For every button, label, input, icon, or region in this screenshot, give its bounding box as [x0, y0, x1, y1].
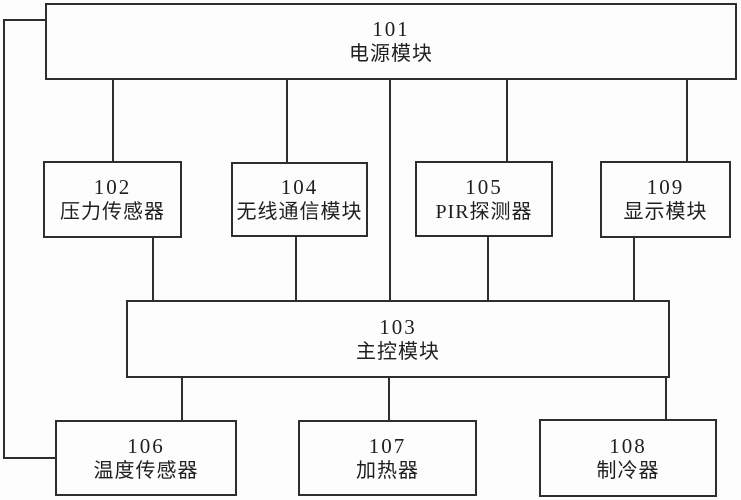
- block-number: 105: [465, 174, 503, 199]
- block-heater: 107 加热器: [298, 420, 477, 496]
- block-label: 压力传感器: [60, 201, 165, 223]
- block-label: 温度传感器: [93, 459, 199, 482]
- block-label: 显示模块: [623, 201, 708, 223]
- block-number: 104: [280, 175, 319, 199]
- feedback-line-bottom: [3, 457, 55, 459]
- block-number: 103: [379, 314, 417, 339]
- block-wireless-comm-module: 104 无线通信模块: [231, 162, 368, 237]
- block-label: 加热器: [356, 459, 419, 482]
- connector-101-105: [506, 80, 508, 161]
- block-display-module: 109 显示模块: [600, 161, 731, 238]
- block-pressure-sensor: 102 压力传感器: [43, 161, 182, 238]
- connector-101-103: [389, 80, 391, 300]
- block-number: 108: [609, 433, 647, 458]
- block-number: 102: [93, 175, 132, 199]
- block-pir-detector: 105 PIR探测器: [415, 161, 553, 237]
- feedback-line-left: [3, 19, 5, 459]
- block-temperature-sensor: 106 温度传感器: [55, 420, 237, 496]
- connector-101-102: [112, 80, 114, 161]
- connector-103-107: [388, 378, 390, 420]
- block-power-module: 101 电源模块: [45, 3, 737, 80]
- block-label: 无线通信模块: [236, 201, 363, 223]
- block-label: 制冷器: [596, 459, 660, 482]
- connector-103-108: [665, 378, 667, 419]
- connector-103-106: [181, 378, 183, 420]
- connector-109-103: [633, 238, 635, 300]
- feedback-line-top: [3, 19, 45, 21]
- connector-105-103: [487, 237, 489, 300]
- block-number: 109: [646, 175, 685, 199]
- block-main-control-module: 103 主控模块: [126, 300, 670, 378]
- connector-101-104: [286, 80, 288, 162]
- connector-101-109: [686, 80, 688, 161]
- block-number: 101: [372, 17, 410, 41]
- connector-104-103: [295, 237, 297, 300]
- block-label: PIR探测器: [435, 200, 533, 223]
- block-cooler: 108 制冷器: [539, 419, 717, 497]
- connector-102-103: [152, 238, 154, 300]
- block-number: 106: [127, 433, 165, 458]
- block-label: 主控模块: [356, 340, 440, 363]
- block-label: 电源模块: [349, 43, 433, 65]
- block-number: 107: [368, 433, 407, 458]
